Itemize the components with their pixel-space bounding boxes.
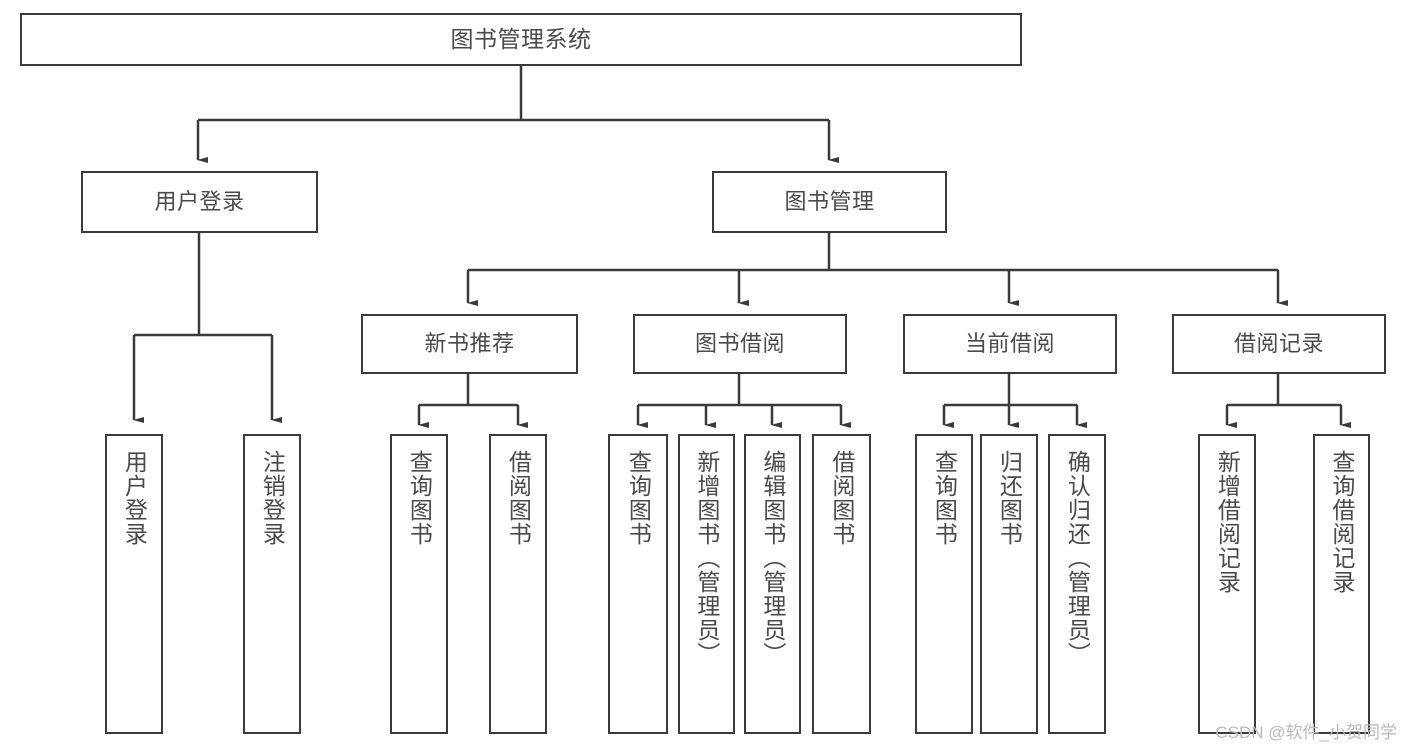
leaf-confirm-return-admin[interactable]: 确认归还（管理员） [1048,434,1106,734]
node-label: 新书推荐 [424,331,515,357]
node-current-borrow[interactable]: 当前借阅 [903,314,1117,374]
leaf-add-book-admin[interactable]: 新增图书（管理员） [678,434,735,734]
node-book-borrow[interactable]: 图书借阅 [633,314,847,374]
node-label: 归还图书 [996,450,1023,546]
leaf-query-book-borrow[interactable]: 查询图书 [608,434,668,734]
node-book-management-system[interactable]: 图书管理系统 [20,13,1022,66]
node-label: 图书管理系统 [450,26,592,53]
leaf-return-book[interactable]: 归还图书 [980,434,1038,734]
node-label: 编辑图书（管理员） [759,450,786,666]
node-label: 图书借阅 [694,331,785,357]
node-label: 借阅图书 [828,450,855,546]
node-label: 用户登录 [154,189,245,215]
leaf-user-login[interactable]: 用户登录 [105,434,163,734]
node-borrow-record[interactable]: 借阅记录 [1172,314,1386,374]
node-label: 当前借阅 [964,331,1055,357]
node-label: 查询借阅记录 [1328,450,1355,594]
node-label: 查询图书 [625,450,652,546]
node-label: 用户登录 [121,450,148,546]
node-user-login[interactable]: 用户登录 [81,171,318,233]
node-label: 借阅图书 [505,450,532,546]
leaf-query-borrow-record[interactable]: 查询借阅记录 [1313,434,1370,734]
node-label: 查询图书 [931,450,958,546]
node-book-management[interactable]: 图书管理 [712,171,947,233]
leaf-borrow-book[interactable]: 借阅图书 [812,434,871,734]
node-new-book-recommend[interactable]: 新书推荐 [361,314,578,374]
leaf-query-book-current[interactable]: 查询图书 [915,434,973,734]
node-label: 新增借阅记录 [1214,450,1241,594]
node-label: 借阅记录 [1233,331,1324,357]
node-label: 查询图书 [406,450,433,546]
node-label: 图书管理 [784,189,875,215]
leaf-query-book-recommend[interactable]: 查询图书 [390,434,448,734]
node-label: 注销登录 [259,450,286,546]
leaf-borrow-book-recommend[interactable]: 借阅图书 [489,434,547,734]
leaf-add-borrow-record[interactable]: 新增借阅记录 [1198,434,1256,734]
leaf-edit-book-admin[interactable]: 编辑图书（管理员） [744,434,801,734]
node-label: 新增图书（管理员） [693,450,720,666]
csdn-watermark: CSDN @软件_小贺同学 [1215,723,1397,742]
node-label: 确认归还（管理员） [1064,450,1091,666]
leaf-logout[interactable]: 注销登录 [243,434,301,734]
